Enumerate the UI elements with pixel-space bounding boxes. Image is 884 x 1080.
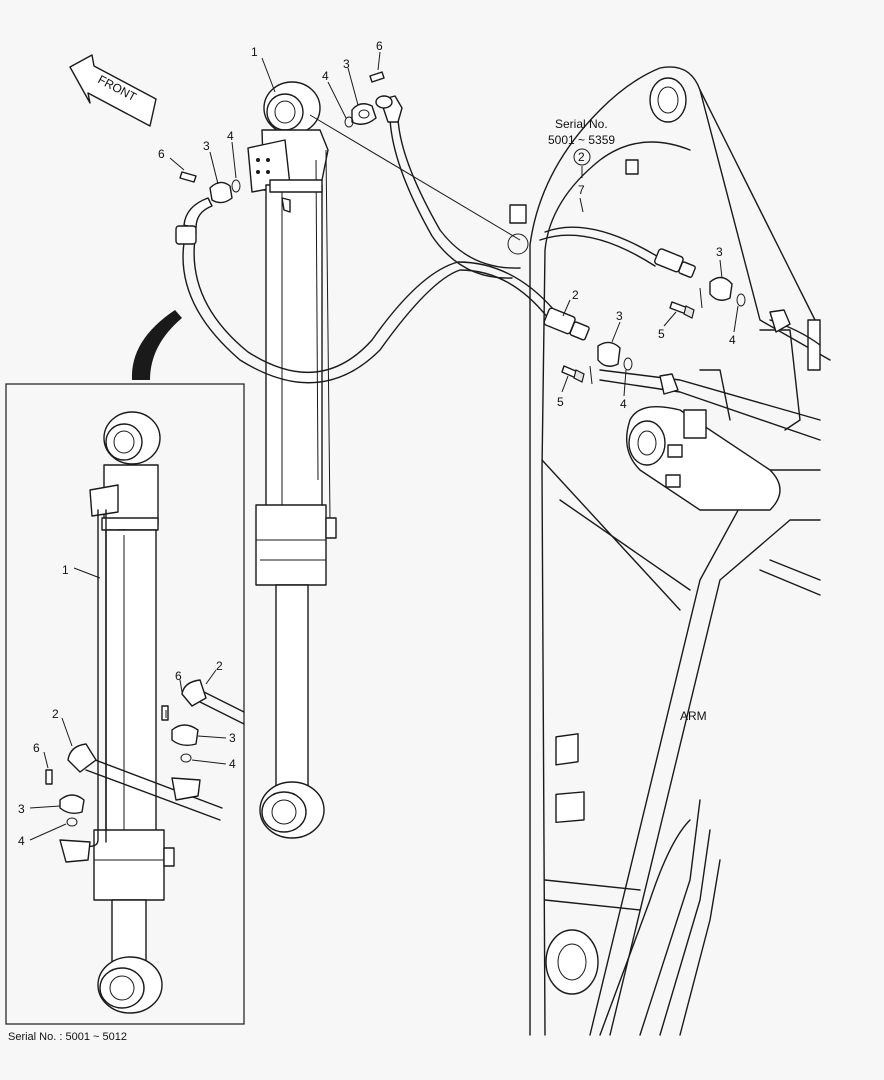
flange-clamp-left [209,179,241,204]
bolt-6-top [369,71,385,83]
front-arrow: FRONT [69,54,157,127]
callout-1: 1 [251,45,258,59]
hose-fitting-7 [654,248,791,395]
callout-numbers: 1 3 4 6 6 3 4 2 3 5 4 3 5 4 7 [158,39,736,411]
callout-4-right: 4 [729,333,736,347]
inset-callout-1: 1 [62,563,69,577]
callout-7: 7 [578,183,585,197]
callout-5-lower: 5 [557,395,564,409]
serial-note-main: Serial No. 5001 ~ 5359 2 [548,117,615,178]
inset-callout-2-right: 2 [216,659,223,673]
inset-serial-label: Serial No. : 5001 ~ 5012 [8,1031,127,1043]
serial-line1: Serial No. [555,117,608,131]
callout-4-top: 4 [322,69,329,83]
inset-callout-2-left: 2 [52,707,59,721]
callout-3-right: 3 [716,245,723,259]
serial-line2: 5001 ~ 5359 [548,133,615,147]
arm-label: ARM [680,709,707,723]
inset-callout-3-left: 3 [18,802,25,816]
callout-3-left: 3 [203,139,210,153]
hose-fitting-2 [543,307,633,371]
callout-4-lower: 4 [620,397,627,411]
inset-box: 1 2 6 3 4 6 2 3 4 [5,383,245,1025]
callout-3-top: 3 [343,57,350,71]
elbow-fitting-left [175,197,213,245]
inset-callout-4-right: 4 [229,757,236,771]
bolt-5-upper [669,301,695,319]
callout-6-top: 6 [376,39,383,53]
bolt-6-left [179,171,197,183]
arm-structure [507,66,831,1036]
callout-6-left: 6 [158,147,165,161]
flange-clamp-top [344,103,377,128]
serial-circled: 2 [578,150,585,164]
callout-5-upper: 5 [658,327,665,341]
leader-lines [169,51,739,397]
elbow-fitting-top [375,95,403,123]
inset-callout-4-left: 4 [18,834,25,848]
callout-2-main: 2 [572,288,579,302]
inset-callout-6-right: 6 [175,669,182,683]
main-cylinder [247,81,337,839]
callout-4-left: 4 [227,129,234,143]
callout-3-mid: 3 [616,309,623,323]
inset-pointer [131,310,182,380]
bolt-5-lower [561,365,585,383]
inset-callout-6-left: 6 [33,741,40,755]
inset-callout-3-right: 3 [229,731,236,745]
hose-lines [182,114,821,441]
